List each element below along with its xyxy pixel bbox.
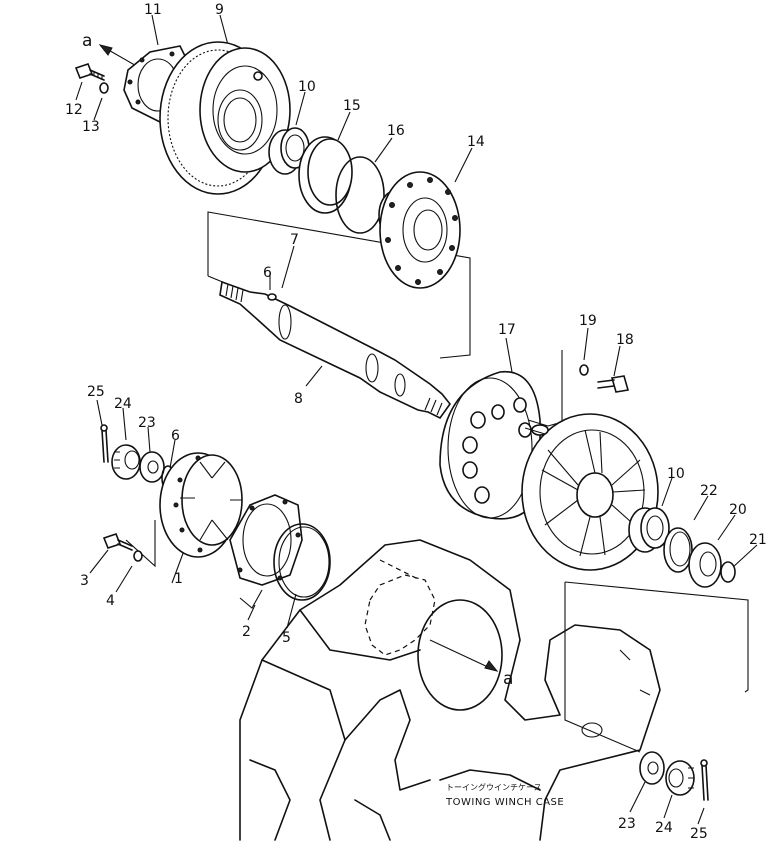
label-24-bottom: 24 bbox=[655, 820, 673, 836]
label-25-left: 25 bbox=[87, 384, 105, 400]
part-13-washer bbox=[99, 82, 109, 94]
part-21-washer bbox=[720, 561, 736, 583]
label-3: 3 bbox=[80, 573, 89, 589]
label-23-bottom: 23 bbox=[618, 816, 636, 832]
part-10-bearing-right bbox=[628, 507, 670, 553]
part-22-ring bbox=[663, 527, 693, 573]
case-label-en: TOWING WINCH CASE bbox=[445, 797, 564, 808]
part-8-shaft bbox=[219, 280, 452, 420]
part-17-cover bbox=[439, 371, 541, 520]
part-14-hub bbox=[378, 171, 461, 289]
label-17: 17 bbox=[498, 322, 516, 338]
label-5: 5 bbox=[282, 630, 291, 646]
label-12: 12 bbox=[65, 102, 83, 118]
label-23-left: 23 bbox=[138, 415, 156, 431]
label-16: 16 bbox=[387, 123, 405, 139]
part-25-pin bbox=[100, 424, 109, 463]
label-25-bottom: 25 bbox=[690, 826, 708, 842]
part-23-washer-bottom bbox=[639, 751, 665, 785]
label-20: 20 bbox=[729, 502, 747, 518]
case-label-jp: トーイングウインチケース bbox=[446, 782, 542, 792]
label-11: 11 bbox=[144, 2, 162, 18]
label-10-top: 10 bbox=[298, 79, 316, 95]
label-6-left: 6 bbox=[171, 428, 180, 444]
part-18-bolt bbox=[597, 375, 630, 393]
part-24-castle-nut bbox=[111, 444, 141, 480]
part-4-washer bbox=[133, 550, 143, 562]
winch-case-housing bbox=[239, 539, 661, 841]
part-3-bolt bbox=[102, 533, 133, 551]
part-20-nut bbox=[688, 542, 722, 588]
label-8: 8 bbox=[294, 391, 303, 407]
label-14: 14 bbox=[467, 134, 485, 150]
label-9: 9 bbox=[215, 2, 224, 18]
label-18: 18 bbox=[616, 332, 634, 348]
ref-a-top: a bbox=[82, 31, 92, 51]
part-12-bolt bbox=[74, 63, 105, 81]
label-7: 7 bbox=[290, 232, 299, 248]
label-21: 21 bbox=[749, 532, 767, 548]
label-19: 19 bbox=[579, 313, 597, 329]
part-16-o-ring bbox=[335, 156, 385, 234]
part-5-o-ring bbox=[273, 523, 331, 601]
label-22: 22 bbox=[700, 483, 718, 499]
label-1: 1 bbox=[174, 571, 183, 587]
part-19-washer bbox=[579, 364, 589, 376]
carrier-wheel bbox=[521, 413, 659, 571]
label-10-right: 10 bbox=[667, 466, 685, 482]
part-25-pin-bottom bbox=[700, 759, 709, 801]
part-24-castle-nut-bottom bbox=[665, 760, 695, 796]
label-4: 4 bbox=[106, 593, 115, 609]
label-24-left: 24 bbox=[114, 396, 132, 412]
label-6-shaft: 6 bbox=[263, 265, 272, 281]
part-15-ring bbox=[298, 136, 353, 214]
part-labels: 1 2 3 4 5 6 6 7 8 9 10 10 11 12 13 14 15… bbox=[65, 2, 767, 842]
ref-a-bottom: a bbox=[503, 669, 513, 689]
part-2-gasket bbox=[229, 494, 303, 586]
part-9-gear bbox=[159, 41, 291, 195]
leader-lines bbox=[75, 14, 758, 825]
label-15: 15 bbox=[343, 98, 361, 114]
label-13: 13 bbox=[82, 119, 100, 135]
part-1-cover bbox=[159, 452, 243, 558]
label-2: 2 bbox=[242, 624, 251, 640]
part-23-washer bbox=[139, 451, 165, 483]
